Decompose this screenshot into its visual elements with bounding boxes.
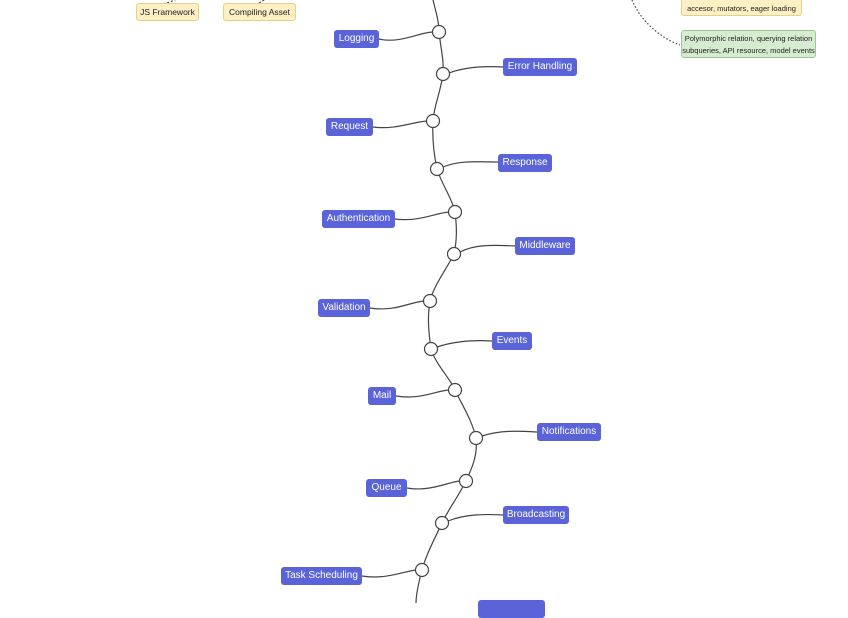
topic-compiling-asset[interactable]: Compiling Asset bbox=[223, 3, 296, 21]
topic-middleware[interactable]: Middleware bbox=[515, 237, 575, 255]
branch-events bbox=[436, 340, 493, 348]
branch-eloquent-advanced bbox=[631, 0, 681, 46]
node-circle bbox=[446, 246, 462, 262]
node-circle bbox=[434, 515, 450, 531]
node-circle bbox=[429, 161, 445, 177]
branch-broadcasting bbox=[447, 513, 504, 522]
node-circle bbox=[431, 24, 447, 40]
branch-mail bbox=[395, 389, 450, 398]
branch-js-framework bbox=[166, 0, 177, 4]
node-circle bbox=[447, 204, 463, 220]
topic-broadcasting[interactable]: Broadcasting bbox=[503, 506, 569, 524]
topic-request[interactable]: Request bbox=[326, 118, 373, 136]
branch-notifications bbox=[481, 430, 538, 437]
branch-response bbox=[442, 161, 499, 168]
node-circle bbox=[414, 562, 430, 578]
topic-js-framework[interactable]: JS Framework bbox=[136, 3, 199, 21]
node-circle bbox=[447, 382, 463, 398]
branch-error-handling bbox=[448, 66, 504, 74]
node-circle bbox=[468, 430, 484, 446]
topic-eloquent-basics[interactable]: accesor, mutators, eager loading bbox=[681, 0, 802, 16]
topic-task-scheduling[interactable]: Task Scheduling bbox=[281, 567, 362, 585]
branch-task-scheduling bbox=[361, 569, 417, 578]
branch-request bbox=[372, 120, 428, 129]
topic-mail[interactable]: Mail bbox=[368, 387, 396, 405]
branch-queue bbox=[406, 480, 461, 490]
eloquent-basics-text: accesor, mutators, eager loading bbox=[687, 4, 796, 13]
branch-validation bbox=[369, 300, 425, 310]
branch-middleware bbox=[459, 244, 516, 253]
roadmap-connectors bbox=[166, 0, 681, 603]
node-circle bbox=[423, 341, 439, 357]
branch-authentication bbox=[394, 211, 450, 221]
branch-logging bbox=[378, 31, 434, 41]
eloquent-advanced-line2: subqueries, API resource, model events bbox=[682, 46, 815, 55]
topic-events[interactable]: Events bbox=[492, 332, 532, 350]
topic-validation[interactable]: Validation bbox=[318, 299, 370, 317]
topic-logging[interactable]: Logging bbox=[334, 30, 379, 48]
topic-queue[interactable]: Queue bbox=[366, 479, 407, 497]
node-circle bbox=[425, 113, 441, 129]
node-circle bbox=[458, 473, 474, 489]
branch-compiling-asset bbox=[258, 0, 266, 4]
node-circle bbox=[422, 293, 438, 309]
topic-error-handling[interactable]: Error Handling bbox=[503, 58, 577, 76]
node-circle bbox=[435, 66, 451, 82]
eloquent-advanced-line1: Polymorphic relation, querying relation bbox=[684, 34, 813, 43]
topic-response[interactable]: Response bbox=[498, 154, 552, 172]
topic-eloquent-advanced[interactable]: Polymorphic relation, querying relation … bbox=[681, 30, 816, 58]
topic-authentication[interactable]: Authentication bbox=[322, 210, 395, 228]
topic-notifications[interactable]: Notifications bbox=[537, 423, 601, 441]
